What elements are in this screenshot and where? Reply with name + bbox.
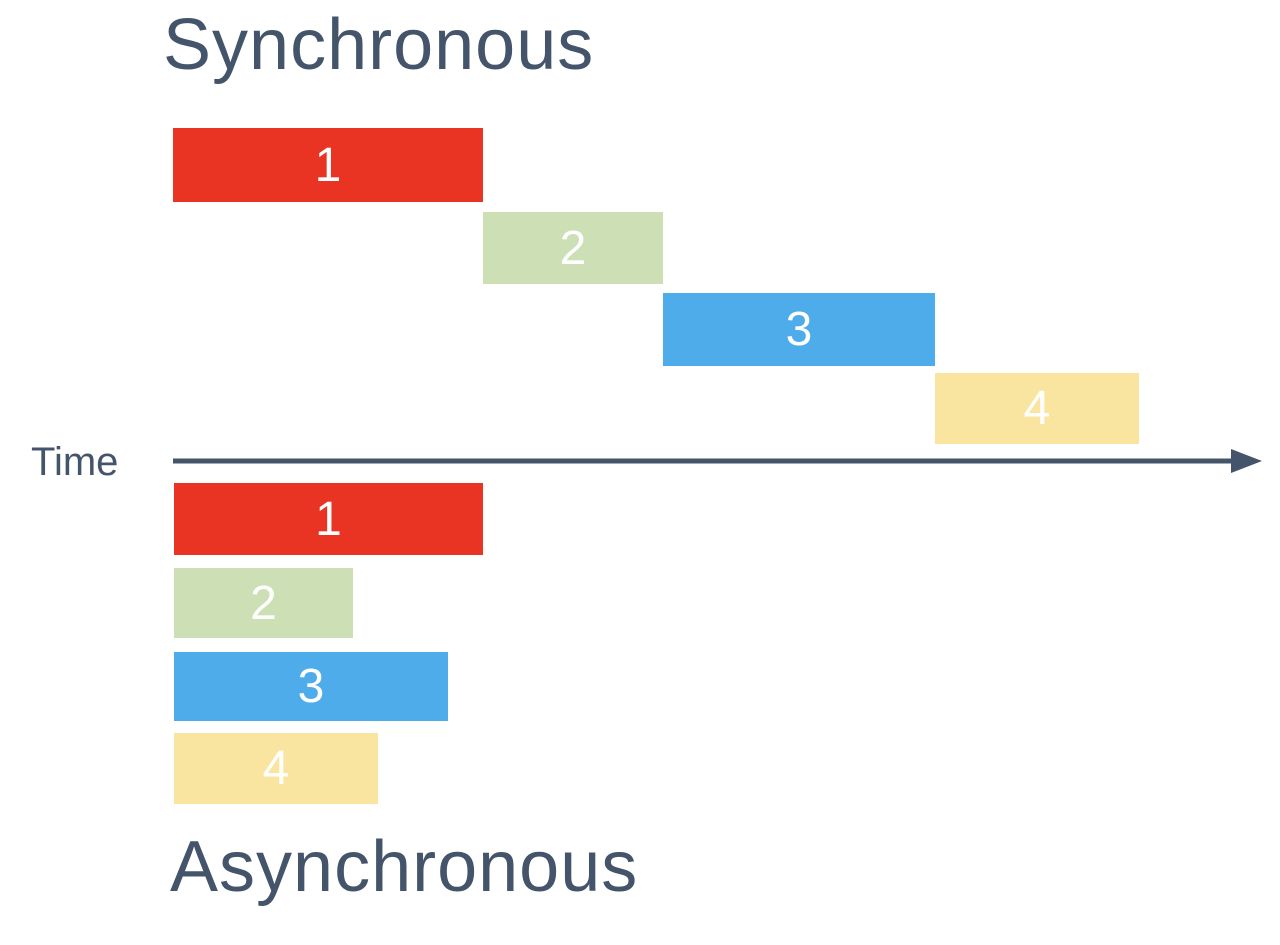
sync-task-bar-2: 2 — [483, 212, 663, 284]
time-axis-label: Time — [31, 440, 119, 484]
async-task-2-number: 2 — [250, 576, 277, 630]
sync-task-bar-4: 4 — [935, 373, 1139, 444]
sync-task-1-number: 1 — [314, 138, 342, 192]
sync-task-4-number: 4 — [1023, 382, 1051, 435]
async-task-bar-4: 4 — [174, 733, 378, 804]
sync-task-bar-3: 3 — [663, 293, 935, 366]
async-task-bar-2: 2 — [174, 568, 353, 638]
async-task-bar-1: 1 — [174, 483, 483, 555]
async-task-bar-3: 3 — [174, 652, 448, 721]
sync-task-3-number: 3 — [785, 303, 813, 356]
sync-task-bar-1: 1 — [173, 128, 483, 202]
async-task-3-number: 3 — [297, 660, 325, 713]
async-task-1-number: 1 — [315, 492, 342, 546]
time-axis-arrow — [173, 449, 1262, 473]
synchronous-title: Synchronous — [163, 5, 595, 85]
sync-task-2-number: 2 — [559, 221, 587, 275]
async-task-4-number: 4 — [262, 742, 290, 795]
asynchronous-title: Asynchronous — [170, 827, 639, 907]
time-axis-arrowhead-icon — [1231, 449, 1262, 473]
